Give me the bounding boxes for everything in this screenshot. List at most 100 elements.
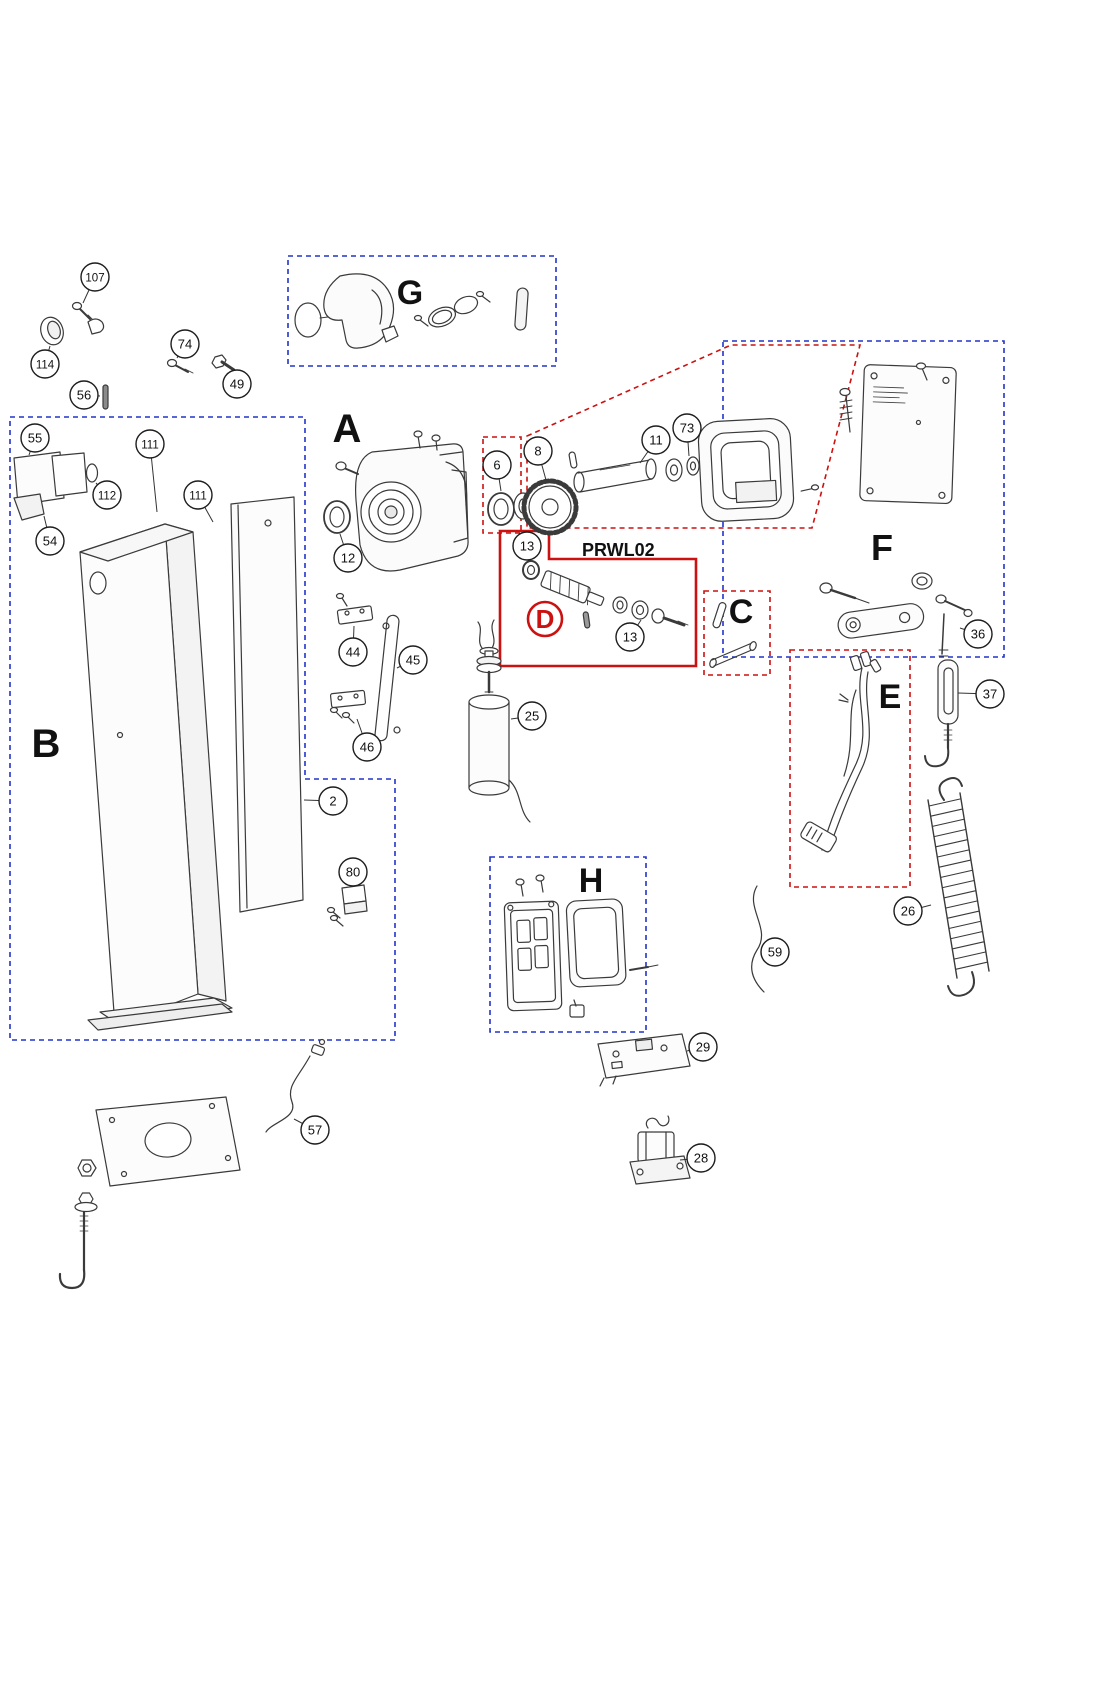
part-callout-111: 111 (135, 429, 165, 513)
region-c-box (703, 590, 771, 676)
part-callout-107: 107 (80, 262, 110, 304)
part-callout-25: 25 (510, 701, 547, 731)
svg-text:107: 107 (85, 273, 104, 285)
svg-text:73: 73 (680, 421, 694, 436)
svg-text:E: E (879, 678, 902, 716)
section-label-G: G (397, 274, 423, 312)
motor-cover-drawing (294, 273, 529, 349)
back-panel-drawing (859, 364, 957, 505)
wire-59-drawing (751, 885, 765, 993)
fitting-49-drawing (211, 354, 241, 375)
region-e-box (789, 649, 911, 888)
section-label-D: D (526, 600, 564, 638)
bearing-12-drawing (323, 500, 351, 534)
anchor-bolt-drawing (58, 1159, 98, 1290)
svg-text:59: 59 (768, 945, 782, 960)
part-callout-49: 49 (222, 369, 252, 399)
capacitor-drawing (468, 619, 531, 823)
shaft-11-drawing (568, 451, 657, 493)
tension-spring-drawing (927, 777, 990, 997)
svg-text:56: 56 (77, 388, 91, 403)
part-callout-13: 13 (615, 619, 645, 652)
model-code-label: PRWL02 (582, 540, 655, 560)
part-callout-59: 59 (760, 937, 790, 967)
section-label-E: E (879, 678, 902, 716)
part-callout-11: 11 (639, 425, 671, 464)
part-callout-114: 114 (30, 345, 60, 379)
svg-text:45: 45 (406, 653, 420, 668)
svg-text:13: 13 (520, 539, 534, 554)
svg-text:13: 13 (623, 630, 637, 645)
part-callout-55: 55 (20, 423, 50, 456)
svg-text:H: H (579, 862, 604, 900)
section-label-H: H (579, 862, 604, 900)
cap-114-drawing (40, 316, 64, 346)
part-callout-29: 29 (686, 1032, 718, 1062)
svg-text:55: 55 (28, 431, 42, 446)
part-callout-46: 46 (352, 718, 382, 762)
svg-text:G: G (397, 274, 423, 312)
part-callout-45: 45 (396, 645, 428, 675)
worm-shaft-drawing (522, 560, 689, 629)
screw-107-drawing (71, 301, 105, 335)
svg-text:29: 29 (696, 1040, 710, 1055)
circuit-board-drawing (597, 1033, 691, 1087)
svg-text:8: 8 (534, 444, 541, 459)
part-callout-26: 26 (893, 896, 932, 926)
bracket-46-drawing (329, 689, 367, 724)
washers-73-drawing (665, 456, 700, 482)
end-cover-drawing (697, 418, 820, 522)
svg-text:12: 12 (341, 551, 355, 566)
svg-text:11: 11 (649, 433, 663, 448)
svg-text:111: 111 (141, 440, 158, 452)
bracket-44-drawing (335, 592, 374, 625)
part-callout-54: 54 (35, 515, 65, 556)
junction-box-drawing (503, 874, 659, 1018)
part-callout-2: 2 (303, 786, 348, 816)
eye-bolt-drawing (924, 659, 959, 768)
svg-text:F: F (871, 527, 893, 568)
panel-screw-drawing (915, 362, 928, 381)
part-callout-73: 73 (672, 413, 702, 457)
region-6-red-box (482, 436, 522, 534)
svg-text:6: 6 (493, 458, 500, 473)
svg-text:111: 111 (189, 491, 206, 503)
svg-text:37: 37 (983, 687, 997, 702)
part-callout-44: 44 (338, 625, 368, 667)
pin-set-drawing (709, 602, 757, 668)
part-callout-13: 13 (512, 531, 542, 562)
part-callout-8: 8 (523, 436, 553, 481)
ignition-coil-drawing (629, 1115, 691, 1185)
part-callout-74: 74 (170, 329, 200, 359)
section-label-A: A (333, 407, 362, 451)
svg-text:44: 44 (346, 645, 360, 660)
part-callout-36: 36 (959, 619, 993, 649)
part-callout-6: 6 (482, 450, 512, 492)
svg-text:112: 112 (98, 491, 116, 503)
svg-text:2: 2 (329, 794, 336, 809)
region-b-box (9, 416, 396, 1041)
svg-text:36: 36 (971, 627, 985, 642)
lock-bracket-drawing (13, 451, 99, 521)
region-h-box (489, 856, 647, 1033)
part-callout-56: 56 (69, 380, 101, 410)
mount-hardware-drawing (819, 572, 973, 657)
screw-74-drawing (166, 358, 194, 374)
svg-text:49: 49 (230, 377, 244, 392)
part-callout-28: 28 (679, 1143, 716, 1173)
cabinet-drawing (79, 523, 233, 1031)
svg-text:A: A (333, 407, 362, 451)
svg-text:25: 25 (525, 709, 539, 724)
section-label-F: F (871, 527, 893, 568)
bar-45-drawing (374, 614, 401, 742)
part-callout-111: 111 (183, 480, 214, 523)
svg-text:80: 80 (346, 865, 360, 880)
pin-56-drawing (102, 384, 109, 410)
section-label-B: B (32, 722, 61, 766)
svg-text:26: 26 (901, 904, 915, 919)
svg-text:C: C (729, 593, 754, 631)
base-plate-drawing (95, 1096, 241, 1187)
svg-text:B: B (32, 722, 61, 766)
